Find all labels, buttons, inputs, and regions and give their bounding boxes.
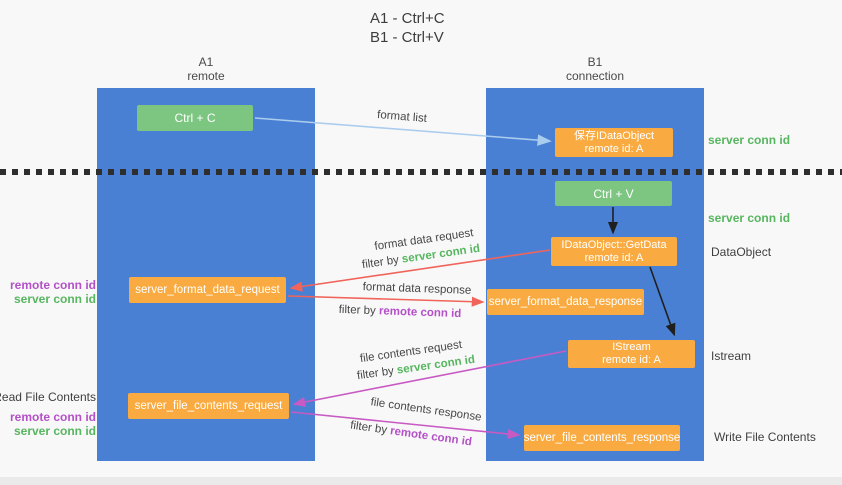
istream-annotation: Istream: [711, 349, 752, 363]
lane-header-b1: B1 connection: [566, 55, 624, 83]
node-server-format-data-response: server_format_data_response: [487, 289, 644, 315]
filter-by-text: filter by: [338, 303, 380, 318]
remote-conn-id-annotation: remote conn id: [9, 278, 96, 292]
node-ctrl-c: Ctrl + C: [137, 105, 253, 131]
node-istream-line2: remote id: A: [602, 354, 661, 366]
node-format-response-label: server_format_data_response: [488, 296, 643, 308]
bottom-edge-strip: [0, 477, 842, 485]
node-server-file-contents-request: server_file_contents_request: [128, 393, 289, 419]
file-contents-request-arrow: [292, 350, 567, 408]
node-save-dataobject: 保存IDataObject remote id: A: [555, 128, 673, 157]
lane-a1-id: A1: [198, 55, 214, 69]
node-file-request-label: server_file_contents_request: [134, 400, 283, 412]
lane-header-a1: A1 remote: [187, 55, 224, 83]
server-conn-id-annotation: server conn id: [13, 424, 96, 438]
node-ctrl-v: Ctrl + V: [555, 181, 672, 206]
node-getdata-line1: IDataObject::GetData: [561, 238, 667, 251]
remote-conn-id-annotation: remote conn id: [9, 410, 96, 424]
node-server-format-data-request: server_format_data_request: [129, 277, 286, 303]
node-istream: IStream remote id: A: [568, 340, 695, 368]
title-line-2: B1 - Ctrl+V: [370, 29, 444, 46]
lane-b1-id: B1: [587, 55, 603, 69]
title-line-1: A1 - Ctrl+C: [370, 10, 445, 27]
node-format-request-label: server_format_data_request: [135, 284, 280, 296]
server-conn-id-annotation-mid: server conn id: [708, 211, 791, 225]
lane-b1-name: connection: [565, 69, 625, 83]
format-list-arrow: [254, 117, 552, 146]
phase-separator-dotted-line: [0, 169, 842, 175]
format-data-request-arrow: [289, 249, 551, 292]
lane-a1-name: remote: [187, 69, 225, 83]
node-ctrl-c-label: Ctrl + C: [174, 111, 216, 125]
node-file-response-label: server_file_contents_response: [523, 432, 681, 444]
write-file-contents-annotation: Write File Contents: [714, 430, 816, 444]
node-getdata-line2: remote id: A: [584, 251, 644, 264]
file-contents-response-arrow: [290, 411, 521, 440]
node-save-dataobject-line2: remote id: A: [584, 142, 644, 155]
dataobject-annotation: DataObject: [711, 245, 772, 259]
diagram-title: A1 - Ctrl+C B1 - Ctrl+V: [370, 9, 445, 47]
node-save-dataobject-line1: 保存IDataObject: [573, 129, 655, 142]
server-conn-id-annotation-top: server conn id: [708, 133, 791, 147]
left-conn-id-group-2: Read File Contents remote conn id server…: [0, 390, 96, 438]
left-conn-id-group-1: remote conn id server conn id: [10, 278, 96, 306]
format-data-response-arrow: [287, 295, 485, 307]
getdata-to-istream-arrow: [649, 266, 676, 337]
node-ctrl-v-label: Ctrl + V: [593, 186, 634, 201]
read-file-contents-annotation: Read File Contents: [0, 390, 96, 404]
node-getdata: IDataObject::GetData remote id: A: [551, 237, 677, 266]
node-istream-line1: IStream: [612, 341, 651, 353]
node-server-file-contents-response: server_file_contents_response: [524, 425, 680, 451]
server-conn-id-annotation: server conn id: [13, 292, 96, 306]
